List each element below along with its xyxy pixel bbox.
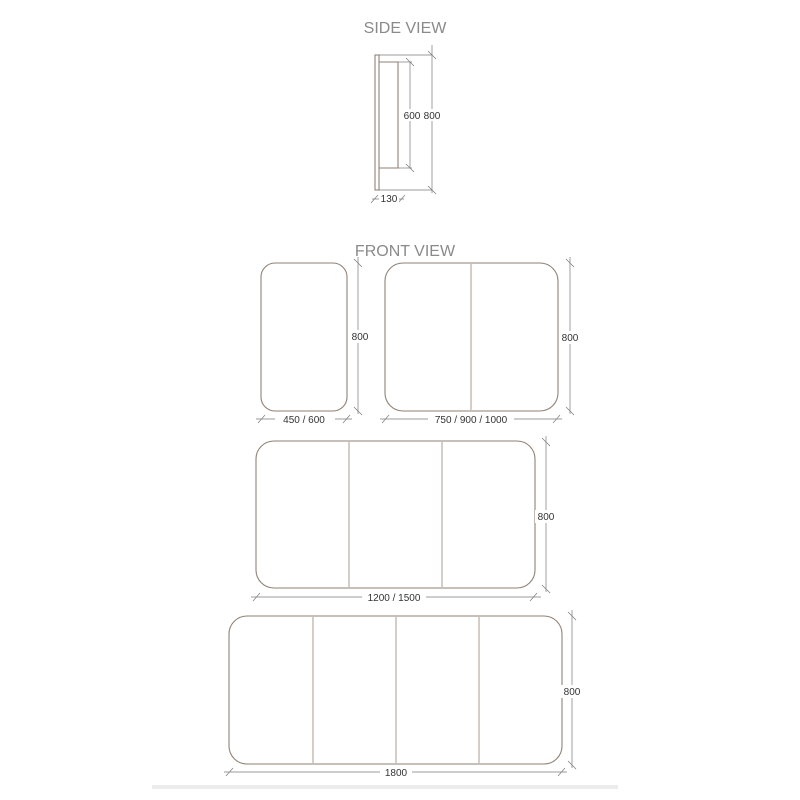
dim-tick (225, 767, 234, 777)
dim-tick (257, 414, 266, 424)
dim-label-mask (561, 685, 583, 698)
dim-tick (353, 258, 363, 268)
dim-label-mask (348, 330, 370, 343)
dim-label-mask (275, 413, 335, 425)
front-cabinet-2: 800 750 / 900 / 1000 (380, 257, 581, 426)
cabinet-4-height-label: 800 (564, 687, 581, 698)
side-depth-label: 130 (381, 194, 398, 205)
dim-tick (565, 258, 575, 268)
cabinet-1-height-label: 800 (352, 332, 369, 343)
front-cabinet-3: 800 1200 / 1500 (251, 436, 557, 604)
dim-label-mask (379, 193, 399, 205)
cabinet-outline (260, 262, 348, 412)
bottom-strip (152, 785, 618, 789)
side-depth-dimension: 130 (370, 193, 406, 205)
front-view-title: FRONT VIEW (355, 243, 456, 260)
dim-tick (405, 163, 415, 173)
cabinet-outline (384, 262, 559, 412)
dim-tick (552, 414, 561, 424)
cabinet-1-width-label: 450 / 600 (283, 415, 325, 426)
dim-tick (557, 767, 566, 777)
dim-tick (567, 611, 577, 621)
side-total-height-label: 800 (424, 111, 441, 122)
dim-tick (252, 592, 261, 602)
front-cabinet-4: 800 1800 (224, 610, 583, 779)
dim-tick (427, 50, 437, 60)
side-total-height-dimension: 800 (422, 45, 442, 195)
dim-label-mask (402, 109, 422, 121)
dim-tick (529, 592, 538, 602)
cabinet-3-height-label: 800 (538, 512, 555, 523)
cabinet-4-width-label: 1800 (385, 768, 408, 779)
side-cabinet-body (379, 61, 399, 169)
side-body-height-dimension: 600 (402, 57, 422, 173)
dim-tick (427, 185, 437, 195)
cabinet-2-height-label: 800 (562, 333, 579, 344)
dim-tick (405, 57, 415, 67)
dim-label-mask (535, 510, 557, 523)
side-body-height-label: 600 (404, 111, 421, 122)
cabinet-outline (255, 440, 536, 589)
dim-tick (342, 414, 351, 424)
dim-label-mask (422, 109, 442, 121)
side-view-title: SIDE VIEW (364, 20, 448, 37)
dim-label-mask (428, 413, 514, 425)
cabinet-3-width-label: 1200 / 1500 (368, 593, 421, 604)
dim-tick (565, 406, 575, 416)
dim-tick (370, 194, 379, 204)
dim-tick (353, 406, 363, 416)
dim-tick (541, 584, 551, 594)
side-view-profile (374, 54, 432, 191)
dim-tick (397, 194, 406, 204)
dim-tick (567, 760, 577, 770)
side-mirror-panel (374, 54, 380, 191)
dim-tick (541, 437, 551, 447)
dim-label-mask (559, 331, 581, 344)
dim-label-mask (362, 591, 426, 603)
dim-tick (381, 414, 390, 424)
cabinet-2-width-label: 750 / 900 / 1000 (435, 415, 508, 426)
dim-label-mask (380, 766, 412, 778)
front-cabinet-1: 800 450 / 600 (256, 257, 370, 426)
